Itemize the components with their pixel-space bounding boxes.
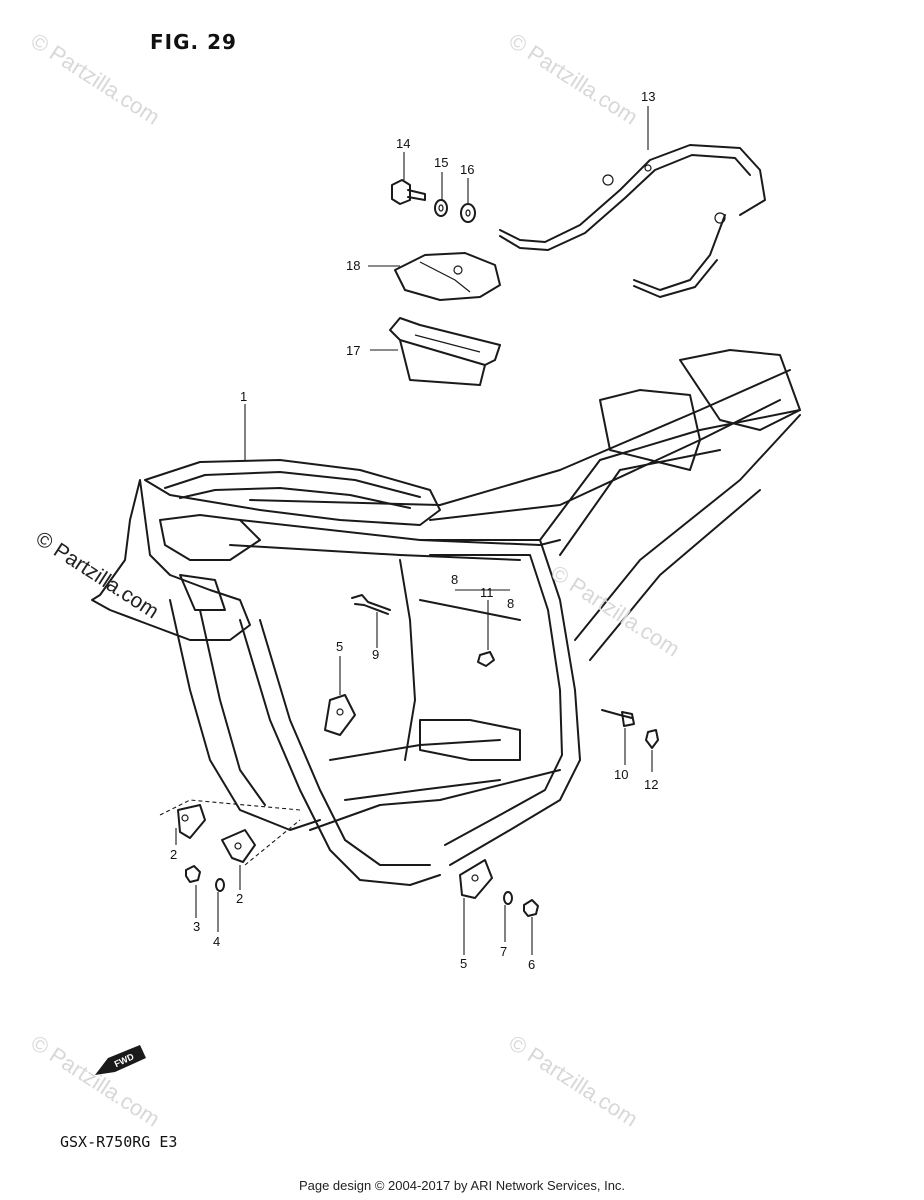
fwd-arrow-icon: FWD — [95, 1045, 146, 1075]
callout-7: 7 — [500, 944, 507, 959]
callout-4: 4 — [213, 934, 220, 949]
callout-2b: 2 — [236, 891, 243, 906]
tool-bag-part-18[interactable] — [394, 252, 501, 301]
callout-2a: 2 — [170, 847, 177, 862]
callout-6: 6 — [528, 957, 535, 972]
callout-11: 11 — [480, 585, 494, 600]
figure-title: FIG. 29 — [150, 30, 237, 54]
callout-18: 18 — [346, 258, 360, 273]
washer-part-15[interactable] — [434, 199, 448, 217]
washer-part-16[interactable] — [460, 203, 476, 223]
callout-1: 1 — [240, 389, 247, 404]
bracket-part-5a[interactable] — [324, 694, 356, 736]
callout-5a: 5 — [336, 639, 343, 654]
callout-8a: 8 — [451, 572, 458, 587]
bolt-part-6[interactable] — [523, 899, 539, 917]
bolt-part-3[interactable] — [185, 865, 201, 883]
callout-10: 10 — [614, 767, 628, 782]
bolt-part-10[interactable] — [601, 709, 635, 727]
washer-part-7[interactable] — [503, 891, 513, 905]
callout-15: 15 — [434, 155, 448, 170]
bracket-part-2a[interactable] — [177, 804, 206, 839]
callout-8b: 8 — [507, 596, 514, 611]
leader-lines — [159, 106, 653, 955]
nut-part-11[interactable] — [477, 651, 495, 667]
callout-5b: 5 — [460, 956, 467, 971]
bolt-part-14[interactable] — [391, 179, 426, 205]
model-code: GSX-R750RG E3 — [60, 1133, 178, 1151]
callout-labels: 1 13 14 15 16 18 17 8 11 8 9 5 10 12 2 2… — [170, 89, 658, 972]
page-footer: Page design © 2004-2017 by ARI Network S… — [298, 1178, 626, 1193]
callout-14: 14 — [396, 136, 410, 151]
bracket-part-5b[interactable] — [459, 859, 493, 899]
frame-part-1[interactable] — [91, 349, 801, 886]
tray-part-17[interactable] — [389, 317, 501, 386]
bolt-part-9[interactable] — [351, 594, 391, 615]
bracket-part-2b[interactable] — [221, 829, 256, 863]
callout-9: 9 — [372, 647, 379, 662]
washer-part-4[interactable] — [215, 878, 225, 892]
callout-3: 3 — [193, 919, 200, 934]
callout-12: 12 — [644, 777, 658, 792]
callout-13: 13 — [641, 89, 655, 104]
callout-17: 17 — [346, 343, 360, 358]
seat-rail-part-13[interactable] — [499, 144, 766, 298]
callout-16: 16 — [460, 162, 474, 177]
cap-part-12[interactable] — [645, 729, 659, 749]
